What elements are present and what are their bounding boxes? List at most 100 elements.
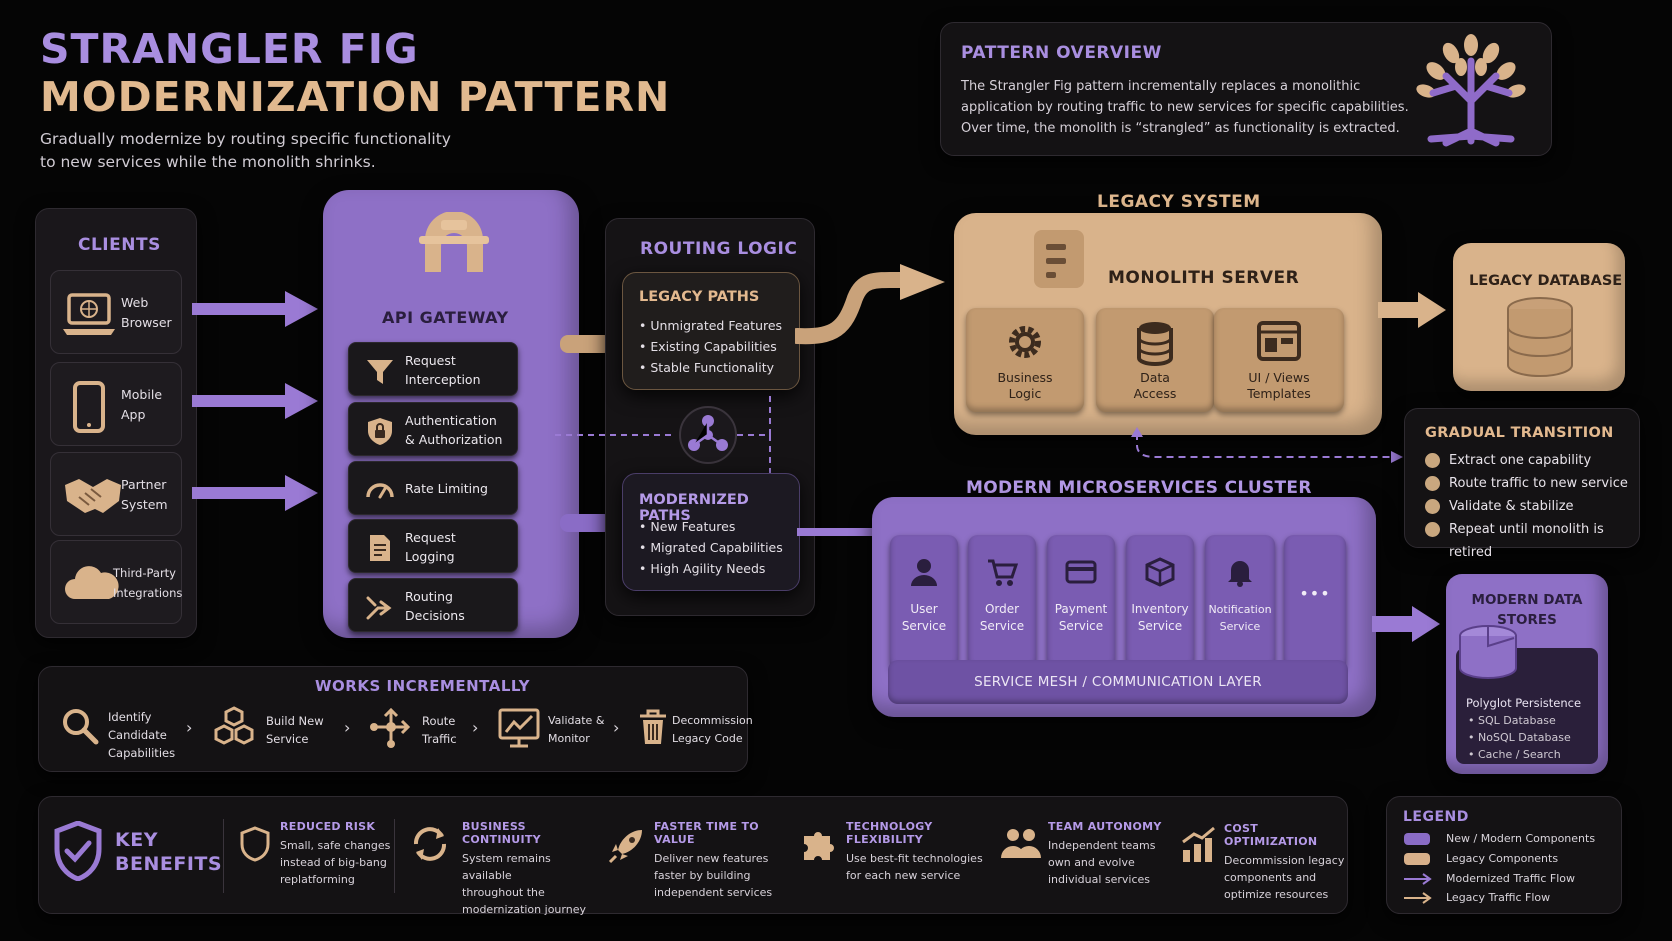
database-icon — [1137, 322, 1173, 366]
legend-heading: LEGEND — [1403, 809, 1469, 825]
user-icon — [911, 559, 937, 586]
database-icon — [1507, 297, 1573, 377]
lock-icon — [368, 418, 392, 445]
tree-icon — [1416, 34, 1526, 147]
gateway-item-label-2: Decisions — [405, 608, 465, 623]
shield-icon — [240, 826, 270, 862]
gateway-arch-icon — [419, 212, 489, 272]
gateway-heading: API GATEWAY — [382, 308, 509, 327]
stores-title: Polyglot Persistence — [1466, 696, 1582, 710]
legacy-path-item: • Existing Capabilities — [639, 339, 777, 354]
gear-icon — [1009, 326, 1041, 358]
stores-heading-2: STORES — [1497, 612, 1557, 628]
service-label-1: User — [910, 602, 938, 616]
legacy-paths-card: LEGACY PATHS • Unmigrated Features • Exi… — [622, 272, 800, 390]
legacy-database-block: LEGACY DATABASE — [1453, 243, 1625, 391]
service-label-2: Service — [1219, 620, 1261, 633]
magnifier-icon — [63, 709, 99, 745]
trash-icon — [640, 709, 666, 744]
gateway-item-auth[interactable]: Authentication& Authorization — [348, 402, 518, 456]
modern-path-item: • Migrated Capabilities — [639, 540, 783, 555]
client-label-2: System — [121, 497, 168, 512]
monolith-item-label-1: Data — [1140, 370, 1170, 385]
router-hub-icon — [555, 395, 771, 475]
overview-line-3: Over time, the monolith is “strangled” a… — [961, 121, 1400, 136]
chevron-right-icon: › — [186, 718, 193, 737]
transition-step: Extract one capability — [1425, 449, 1639, 472]
benefit-faster-time: FASTER TIME TO VALUE Deliver new feature… — [654, 820, 773, 899]
transition-dashed-link — [1131, 427, 1403, 463]
benefits-divider — [223, 819, 224, 893]
service-label-2: Service — [1058, 619, 1104, 633]
service-label-1: Order — [984, 602, 1020, 616]
legacy-db-arrow — [1378, 292, 1446, 328]
modern-data-stores-block: MODERN DATA STORES Polyglot Persistence … — [1446, 574, 1608, 774]
key-benefits-panel: KEY BENEFITS — [38, 796, 1348, 914]
legacy-path-item: • Stable Functionality — [639, 360, 774, 375]
team-icon — [1001, 829, 1041, 858]
subtitle-line-1: Gradually modernize by routing specific … — [40, 130, 451, 148]
handshake-icon — [65, 479, 121, 513]
client-label-2: Integrations — [113, 586, 183, 600]
gateway-item-label-1: Request — [405, 353, 456, 368]
split-arrow-icon — [366, 596, 392, 620]
server-icon — [1034, 230, 1084, 288]
incremental-heading: WORKS INCREMENTALLY — [315, 677, 530, 695]
benefits-heading-1: KEY — [115, 829, 158, 851]
clients-heading: CLIENTS — [78, 235, 161, 255]
more-icon: ••• — [1299, 584, 1331, 603]
database-icon — [1459, 625, 1517, 679]
overview-heading: PATTERN OVERVIEW — [961, 43, 1162, 63]
store-item: • NoSQL Database — [1468, 731, 1571, 744]
benefits-divider — [394, 819, 395, 893]
benefit-business-continuity: BUSINESS CONTINUITY System remains avail… — [462, 820, 586, 916]
client-label-1: Third-Party — [113, 566, 176, 580]
incremental-step-4: Validate &Monitor — [548, 714, 605, 745]
chevron-right-icon: › — [472, 718, 479, 737]
document-icon — [370, 535, 390, 561]
service-label-1: Inventory — [1131, 602, 1189, 616]
legend-modern-swatch — [1404, 833, 1430, 845]
service-label-2: Service — [1137, 619, 1183, 633]
gateway-item-label-1: Request — [405, 530, 456, 545]
card-icon — [1065, 560, 1097, 584]
title-line-1: STRANGLER FIG — [40, 25, 419, 73]
bell-icon — [1228, 561, 1252, 587]
service-mesh-label: SERVICE MESH / COMMUNICATION LAYER — [974, 674, 1262, 690]
gateway-modern-connector — [560, 514, 612, 532]
funnel-icon — [367, 360, 393, 384]
legend-legacy-arrow-icon — [1404, 892, 1432, 904]
gateway-item-rate-limiting[interactable]: Rate Limiting — [348, 461, 518, 515]
more-services[interactable]: ••• — [1284, 535, 1346, 672]
store-item: • SQL Database — [1468, 714, 1556, 727]
gateway-item-label-2: Interception — [405, 372, 481, 387]
service-label-1: Notification — [1208, 603, 1272, 616]
legacy-path-item: • Unmigrated Features — [639, 318, 783, 333]
legacy-paths-heading: LEGACY PATHS — [639, 289, 760, 305]
works-incrementally-panel: WORKS INCREMENTALLY — [38, 666, 748, 772]
transition-step: Repeat until monolith is retired — [1425, 518, 1639, 564]
cluster-stores-arrow — [1372, 606, 1440, 642]
legend-item: Legacy Traffic Flow — [1446, 891, 1551, 904]
route-icon — [370, 707, 411, 748]
